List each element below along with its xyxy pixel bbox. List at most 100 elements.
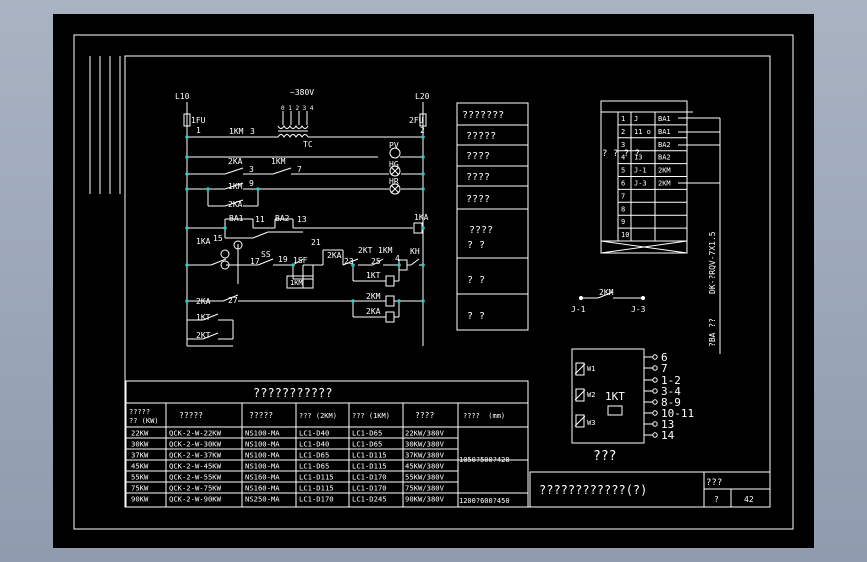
label-kh: KH <box>410 247 420 256</box>
label-2kt: 2KT <box>358 246 373 255</box>
title-field-b: ? <box>714 495 719 504</box>
pin-label: 14 <box>661 429 675 442</box>
table-cell: LC1-D245 <box>352 495 387 504</box>
table-cell: 75KW <box>131 484 149 493</box>
title-block-text: ????????????(?) ??? ? 42 <box>539 478 754 504</box>
model-table <box>125 380 529 508</box>
pin-label: 3-4 <box>661 385 681 398</box>
table-cell: LC1-D65 <box>352 429 382 438</box>
label-2ka-c: 2KA <box>327 251 342 260</box>
terminal-number: 8 <box>621 205 625 213</box>
description-column <box>456 102 529 331</box>
table-header: ??? (1KM) <box>352 412 390 420</box>
terminal-number: 2 <box>621 128 625 136</box>
table-cell: 45KW/380V <box>405 462 445 471</box>
table-cell: QCK-2-W-37KW <box>169 451 222 460</box>
desc-9: ? ? <box>467 311 485 322</box>
table-cell: LC1-D65 <box>352 440 382 449</box>
km-contact <box>579 291 645 300</box>
pin-label: 13 <box>661 418 674 431</box>
label-1sf: 1SF <box>293 256 308 265</box>
terminal-number: 7 <box>621 192 625 200</box>
table-cell: NS100-MA <box>245 440 280 449</box>
node-11: 11 <box>255 215 265 224</box>
table-cell: NS250-MA <box>245 495 280 504</box>
node-19: 19 <box>278 255 288 264</box>
node-17: 17 <box>250 257 260 266</box>
label-tc: TC <box>303 140 313 149</box>
table-cell: 37KW <box>131 451 149 460</box>
km-contact-labels: 2KM J-1 J-3 <box>571 288 646 314</box>
circuit-labels: L10 L20 ~380V 1FU 2FU 1 2 1KM 3 TC 0 1 2… <box>175 88 430 340</box>
label-2ka-b: 2KA <box>228 200 243 209</box>
terminal-number: 3 <box>621 141 625 149</box>
relay-label: 1KT <box>605 390 625 403</box>
desc-1: ??????? <box>462 110 504 121</box>
table-header: ???? (mm) <box>463 412 505 420</box>
table-cell: 75KW/380V <box>405 484 445 493</box>
label-ba2: BA2 <box>275 214 290 223</box>
table-cell: LC1-D170 <box>352 484 387 493</box>
table-cell: 37KW/380V <box>405 451 445 460</box>
terminal-number: 9 <box>621 218 625 226</box>
label-1km-a: 1KM <box>229 127 244 136</box>
node-15: 15 <box>213 234 223 243</box>
table-header: ????? <box>179 411 203 420</box>
description-labels: ??????? ????? ???? ???? ???? ???? ? ? ? … <box>462 110 504 322</box>
drawing-canvas: L10 L20 ~380V 1FU 2FU 1 2 1KM 3 TC 0 1 2… <box>73 34 794 530</box>
title-block <box>529 471 771 508</box>
table-cell: QCK-2-W-90KW <box>169 495 222 504</box>
table-title: ??????????? <box>253 386 332 400</box>
label-1ka-coil: 1KA <box>414 213 429 222</box>
table-cell: 90KW <box>131 495 149 504</box>
desc-6: ???? <box>469 225 493 236</box>
table-cell: 22KW/380V <box>405 429 445 438</box>
terminal-to: 2KM <box>658 180 671 188</box>
drawing-title: ????????????(?) <box>539 483 647 497</box>
table-cell: 30KW <box>131 440 149 449</box>
relay-pin-labels: 6 7 1-2 3-4 8-9 10-11 13 14 <box>661 351 694 442</box>
table-cell: NS160-MA <box>245 473 280 482</box>
label-2km-coil: 2KM <box>366 292 381 301</box>
table-dim-2: 1200?600?450 <box>459 497 510 505</box>
table-cell: LC1-D115 <box>352 451 387 460</box>
terminal-to: 2KM <box>658 167 671 175</box>
label-2kt-b: 2KT <box>196 331 211 340</box>
table-dim-1: 1050?500?420 <box>459 456 510 464</box>
node-2: 2 <box>420 126 425 135</box>
table-cell: LC1-D170 <box>299 495 334 504</box>
label-hg: HG <box>389 160 399 169</box>
terminal-from: J <box>634 115 638 123</box>
table-cell: LC1-D115 <box>299 473 334 482</box>
relay-pins <box>652 354 658 438</box>
terminal-to: BA1 <box>658 128 671 136</box>
label-fuse-2: 2FU <box>409 116 424 125</box>
table-cell: 30KW/380V <box>405 440 445 449</box>
label-1ka: 1KA <box>196 237 211 246</box>
cable-label-2: ?BA ?? <box>708 318 717 347</box>
km-contact-label: 2KM <box>599 288 614 297</box>
node-3b: 3 <box>249 165 254 174</box>
cable-label: DK-?RQV-7X1.5 <box>708 231 717 294</box>
table-cell: QCK-2-W-22KW <box>169 429 222 438</box>
label-1km-d: 1KM <box>290 279 303 287</box>
desc-5: ???? <box>466 194 490 205</box>
node-25: 25 <box>371 257 381 266</box>
label-tc-taps: 0 1 2 3 4 <box>281 105 314 112</box>
table-cell: LC1-D40 <box>299 440 329 449</box>
j3-label: J-3 <box>631 305 646 314</box>
relay-caption: ??? <box>593 449 616 464</box>
table-cell: NS100-MA <box>245 429 280 438</box>
terminal-from: 11 o <box>634 128 651 136</box>
label-l10: L10 <box>175 92 190 101</box>
desc-7: ? ? <box>467 240 485 251</box>
terminal-to: BA1 <box>658 115 671 123</box>
label-1km-b: 1KM <box>271 157 286 166</box>
label-fuse-1: 1FU <box>191 116 206 125</box>
desc-2: ????? <box>466 131 496 142</box>
table-cell: 45KW <box>131 462 149 471</box>
pin-label: 7 <box>661 362 668 375</box>
label-ss: SS <box>261 250 271 259</box>
label-2ka-d: 2KA <box>196 297 211 306</box>
sheet-number: 42 <box>744 495 754 504</box>
